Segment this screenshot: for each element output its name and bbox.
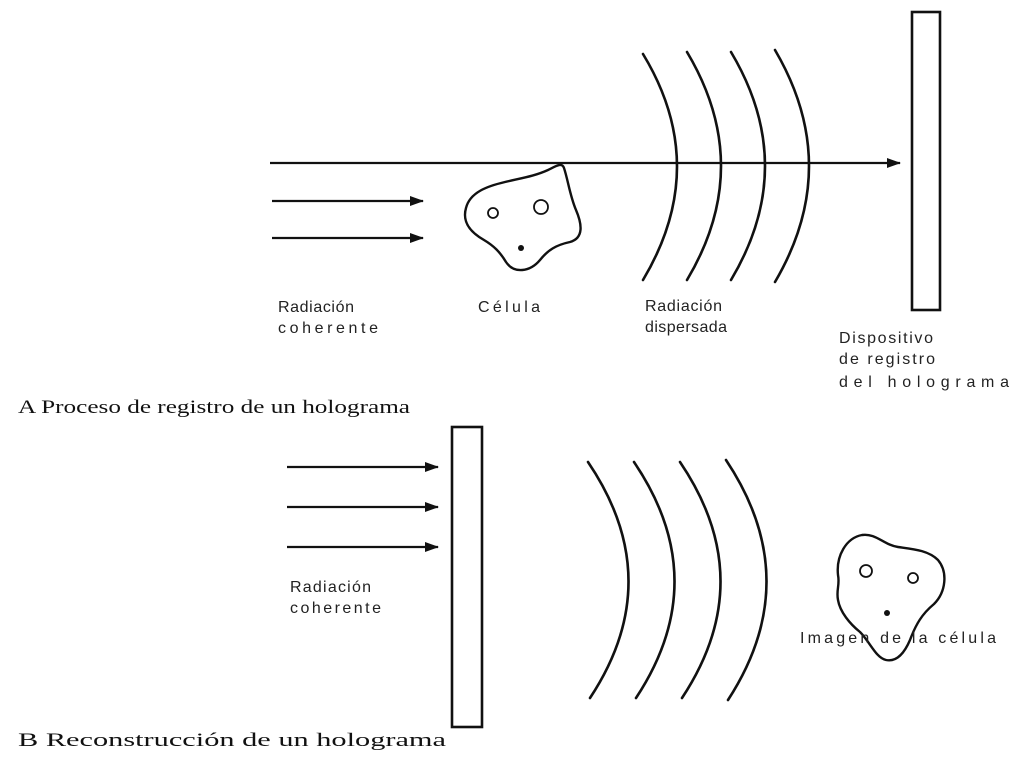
scattered-wavefronts [641, 48, 811, 284]
reconstruction-radiation-label: Radiación coherente [290, 579, 381, 617]
hologram-plate [450, 425, 484, 729]
cell-image-organelle-1 [859, 564, 873, 578]
caption-a: A Proceso de registro de un holograma [18, 397, 411, 418]
incident-radiation-label: Radiación coherente [278, 299, 378, 337]
scattered-label-line-1: Radiación [645, 298, 722, 315]
hologram-recording-plate [910, 10, 942, 312]
rec-incident-label-line-1: Radiación [290, 579, 371, 596]
reconstructed-wavefronts [586, 458, 768, 702]
rec-wavefront-2 [632, 460, 676, 700]
rec-wavefront-1 [586, 460, 630, 700]
cell-image-organelle-2 [907, 572, 919, 584]
wavefront-2 [685, 50, 723, 282]
scattered-label-line-2: dispersada [645, 319, 727, 336]
recording-device-label: Dispositivo de registro del holograma [839, 330, 1009, 391]
caption-b: B Reconstrucción de un holograma [18, 730, 447, 751]
wavefront-4 [773, 48, 811, 284]
panel-b-reconstruction: Radiación coherente Imagen de la célula … [18, 425, 996, 751]
device-label-line-3: del holograma [839, 374, 1009, 391]
rec-wavefront-3 [678, 460, 722, 700]
panel-a-recording: Radiación coherente Célula Radiación dis… [18, 10, 1009, 418]
cell-outline [463, 163, 582, 272]
wavefront-3 [729, 50, 767, 282]
cell-label: Célula [478, 299, 540, 316]
incident-label-line-1: Radiación [278, 299, 354, 316]
scattered-radiation-label: Radiación dispersada [645, 298, 727, 336]
rec-incident-label-line-2: coherente [290, 600, 381, 617]
cell-image-label: Imagen de la célula [800, 630, 996, 647]
cell-organelle-1 [487, 207, 499, 219]
cell-image-granule [884, 610, 890, 616]
device-label-line-2: de registro [839, 351, 935, 368]
incident-label-line-2: coherente [278, 320, 378, 337]
cell-organelle-2 [533, 199, 549, 215]
wavefront-1 [641, 52, 679, 282]
device-label-line-1: Dispositivo [839, 330, 933, 347]
cell-image [836, 533, 946, 662]
cell [463, 163, 582, 272]
cell-granule [518, 245, 524, 251]
rec-wavefront-4 [724, 458, 768, 702]
